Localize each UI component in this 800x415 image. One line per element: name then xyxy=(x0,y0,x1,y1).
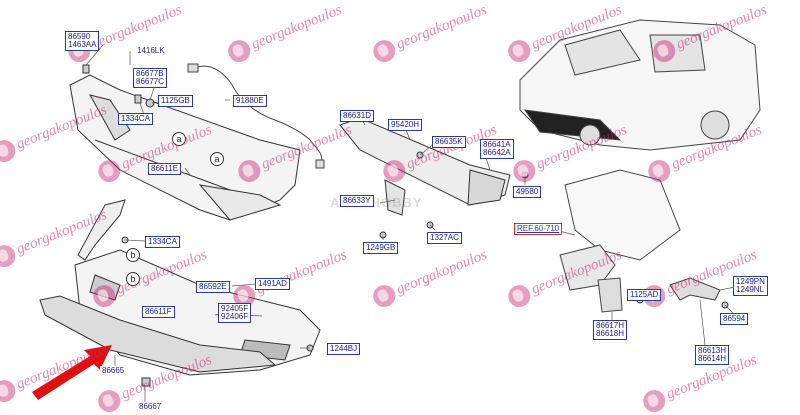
part-label-92405F[interactable]: 92405F 92406F xyxy=(218,303,252,323)
lower-diffuser xyxy=(39,295,277,373)
part-label-1125GB[interactable]: 1125GB xyxy=(158,95,193,107)
part-label-86633Y[interactable]: 86633Y xyxy=(340,195,374,207)
callout-marker-a: a xyxy=(172,132,186,146)
callout-marker-a: a xyxy=(210,152,224,166)
callout-marker-b: b xyxy=(126,248,140,262)
part-label-1416LK[interactable]: 1416LK xyxy=(135,46,167,56)
upper-bumper-cover xyxy=(69,74,301,221)
quarter-panel-detail xyxy=(559,169,721,313)
part-label-1491AD[interactable]: 1491AD xyxy=(255,278,290,290)
part-label-1249PN[interactable]: 1249PN 1249NL xyxy=(733,276,768,296)
part-label-86635K[interactable]: 86635K xyxy=(432,136,466,148)
part-label-1125AD[interactable]: 1125AD xyxy=(627,289,662,301)
part-label-49580[interactable]: 49580 xyxy=(513,186,542,198)
part-label-1327AC[interactable]: 1327AC xyxy=(427,232,462,244)
part-label-86611F[interactable]: 86611F xyxy=(142,306,175,318)
part-label-86590[interactable]: 86590 1463AA xyxy=(65,31,100,51)
part-label-1334CA-low[interactable]: 1334CA xyxy=(145,236,180,248)
part-label-1249GB[interactable]: 1249GB xyxy=(363,242,399,254)
part-label-1334CA-top[interactable]: 1334CA xyxy=(118,113,153,125)
callout-marker-b: b xyxy=(126,272,140,286)
part-label-91880E[interactable]: 91880E xyxy=(233,95,267,107)
wiring-harness xyxy=(187,63,325,169)
part-label-86611E[interactable]: 86611E xyxy=(148,163,181,175)
part-label-86665[interactable]: 86665 xyxy=(100,366,127,376)
part-label-1244BJ[interactable]: 1244BJ xyxy=(327,343,361,355)
reinforcement-beam xyxy=(339,117,511,216)
part-label-86592E[interactable]: 86592E xyxy=(196,281,230,293)
part-label-86641A[interactable]: 86641A 86642A xyxy=(480,139,514,159)
reference-link-60-710[interactable]: REF.60-710 xyxy=(514,223,563,235)
part-label-95420H[interactable]: 95420H xyxy=(388,119,423,131)
part-label-86613H[interactable]: 86613H 86614H xyxy=(695,345,730,365)
vehicle-rear-view xyxy=(519,19,761,151)
part-label-86677[interactable]: 86677B 86677C xyxy=(133,68,168,88)
side-bracket-left xyxy=(77,199,126,261)
part-label-86594[interactable]: 86594 xyxy=(720,313,749,325)
part-label-86631D[interactable]: 86631D xyxy=(340,110,375,122)
part-label-86667[interactable]: 86667 xyxy=(137,402,164,412)
highlight-arrow xyxy=(32,345,112,400)
part-label-86617H[interactable]: 86617H 86618H xyxy=(593,320,628,340)
